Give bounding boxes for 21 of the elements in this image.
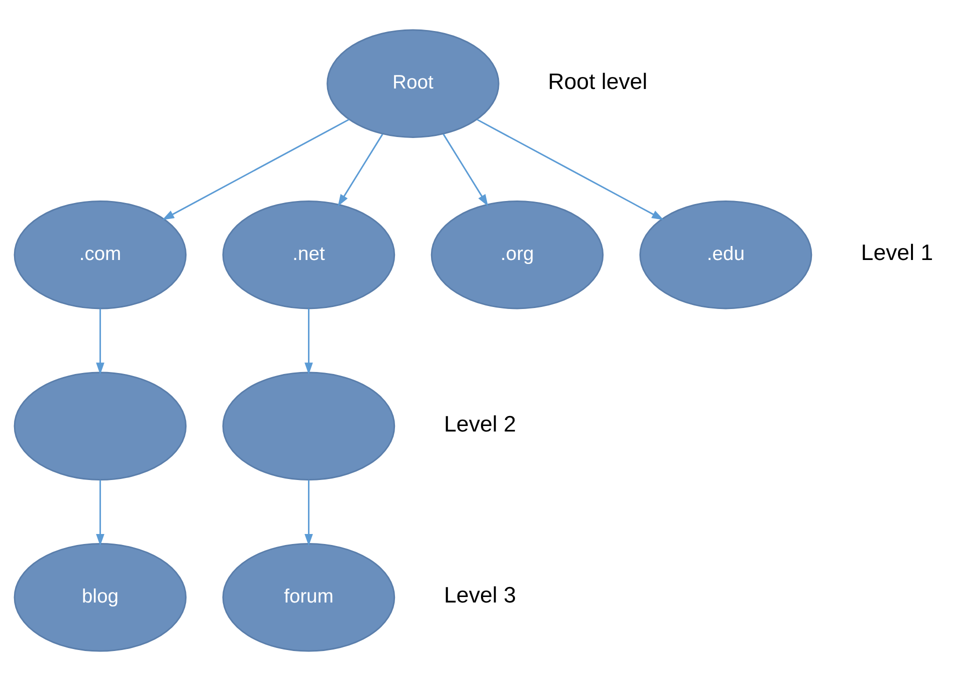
node-ellipse <box>14 371 187 480</box>
label: Level 3 <box>444 582 516 608</box>
label: Root level <box>548 68 648 94</box>
node-ellipse: .edu <box>639 200 812 309</box>
node-ellipse: .org <box>430 200 604 309</box>
node-ellipse: .net <box>222 200 396 309</box>
label: Level 2 <box>444 410 516 436</box>
arrow <box>476 118 664 220</box>
label: Level 1 <box>861 240 934 265</box>
node-ellipse: blog <box>14 542 187 652</box>
node-ellipse: forum <box>222 542 396 652</box>
arrow <box>304 479 313 546</box>
arrow <box>442 133 488 206</box>
arrow <box>162 118 350 220</box>
arrow <box>338 133 384 206</box>
arrow <box>304 308 313 374</box>
arrow <box>96 479 104 546</box>
arrow <box>96 308 104 374</box>
node-ellipse <box>222 371 396 480</box>
node-ellipse: .com <box>14 200 187 309</box>
node-ellipse: Root <box>326 28 500 138</box>
